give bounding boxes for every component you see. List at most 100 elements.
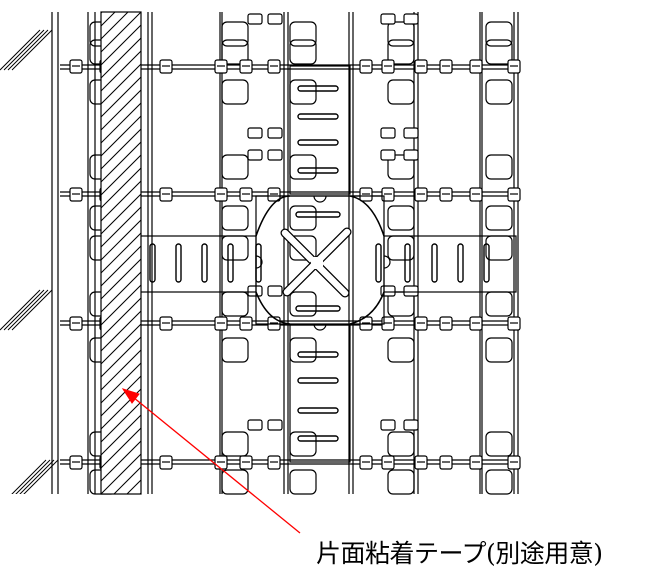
panel-cell (221, 235, 249, 261)
panel-cell (387, 21, 415, 47)
tape-hatch-group (101, 12, 141, 494)
channel-tile-top (289, 65, 351, 195)
cross-tile-outline (255, 195, 385, 325)
tape-strip-border (100, 11, 142, 495)
clip-tab (247, 13, 263, 25)
panel-cell (485, 469, 513, 495)
channel-slot (404, 243, 411, 283)
panel-cell (387, 337, 415, 363)
panel-cell (387, 39, 415, 65)
channel-slot (227, 243, 234, 283)
tape-hatch-line (101, 310, 141, 352)
adhesive-tape-hatched (100, 11, 142, 495)
channel-slot (483, 243, 490, 283)
tape-hatch-line (101, 284, 141, 326)
cross-puzzle-notch (313, 323, 327, 331)
wall-hatch-line (11, 289, 53, 331)
panel-cell (289, 469, 317, 495)
tape-hatch-line (101, 206, 141, 248)
channel-slot (297, 377, 339, 384)
tape-hatch-line (101, 232, 141, 274)
clip-tab (403, 419, 419, 431)
tape-hatch-line (101, 297, 141, 339)
wall-hatch-line (15, 459, 51, 494)
tape-hatch-line (101, 336, 141, 378)
clip-tab (403, 13, 419, 25)
tape-hatch-line (101, 349, 141, 391)
clip-tab (247, 149, 263, 161)
tape-hatch-line (101, 427, 141, 469)
channel-slot (149, 243, 156, 283)
clip-tab (267, 419, 283, 431)
callout-label: 片面粘着テープ(別途用意) (316, 539, 603, 568)
tape-hatch-line (126, 479, 141, 494)
callout-arrow-head (121, 388, 140, 404)
callout-arrow (121, 388, 301, 534)
clip-tab (380, 419, 396, 431)
tape-hatch-line (139, 492, 141, 494)
tape-hatch-line (113, 466, 141, 494)
tape-hatch-line (101, 362, 141, 404)
tape-hatch-line (101, 271, 141, 313)
slotted-channel-tiles (139, 65, 517, 463)
channel-slot (457, 243, 464, 283)
panel-cell (221, 154, 249, 180)
cross-rounded-corner (349, 291, 385, 325)
panel-cell (289, 79, 317, 105)
panel-cell (387, 205, 415, 231)
cross-puzzle-notch (255, 255, 263, 269)
wall-hatch-line (0, 29, 41, 71)
channel-slot (375, 243, 382, 283)
tape-hatch-line (101, 12, 116, 27)
tape-hatch-line (101, 375, 141, 417)
cross-junction-tile (255, 195, 391, 331)
panel-cell (221, 21, 249, 47)
wall-hatch-line (3, 29, 45, 71)
clip-tab (247, 127, 263, 139)
tape-hatch-line (101, 323, 141, 365)
wall-edge (0, 12, 59, 494)
clip-tab (403, 285, 419, 297)
clip-tab (267, 13, 283, 25)
panel-cell (221, 39, 249, 65)
cross-rounded-corner (255, 195, 291, 237)
panel-cell (387, 431, 415, 457)
clip-tab (403, 127, 419, 139)
cross-puzzle-notch (383, 255, 391, 269)
tape-hatch-line (101, 141, 141, 183)
channel-slot (297, 85, 339, 92)
panel-cell (387, 154, 415, 180)
channel-slot (297, 113, 339, 120)
panel-cell (485, 154, 513, 180)
panel-cell (221, 205, 249, 231)
panel-cell (485, 291, 513, 317)
tape-hatch-line (101, 180, 141, 222)
channel-slot (297, 435, 339, 442)
wall-hatch-line (0, 289, 41, 331)
panel-cell (387, 469, 415, 495)
cross-rounded-corner (349, 195, 385, 237)
panel-cell (221, 79, 249, 105)
channel-slot (431, 243, 438, 283)
panel-cell (485, 235, 513, 261)
tape-hatch-line (101, 115, 141, 157)
clip-tab (403, 149, 419, 161)
clip-tab (267, 149, 283, 161)
tape-hatch-line (101, 50, 141, 92)
wall-hatch-line (19, 459, 55, 494)
tape-hatch-line (101, 12, 103, 14)
tape-hatch-line (101, 63, 141, 105)
clip-tab (267, 285, 283, 297)
tape-hatch-line (101, 128, 141, 170)
channel-slot (297, 167, 339, 174)
tape-hatch-line (101, 167, 141, 209)
channel-slot (201, 243, 208, 283)
tape-hatch-line (101, 258, 141, 300)
wall-hatch-line (3, 289, 45, 331)
wall-hatch-line (7, 289, 49, 331)
clip-tab (267, 127, 283, 139)
panel-cell (221, 469, 249, 495)
tape-hatch-line (101, 37, 141, 79)
panel-cell (485, 431, 513, 457)
